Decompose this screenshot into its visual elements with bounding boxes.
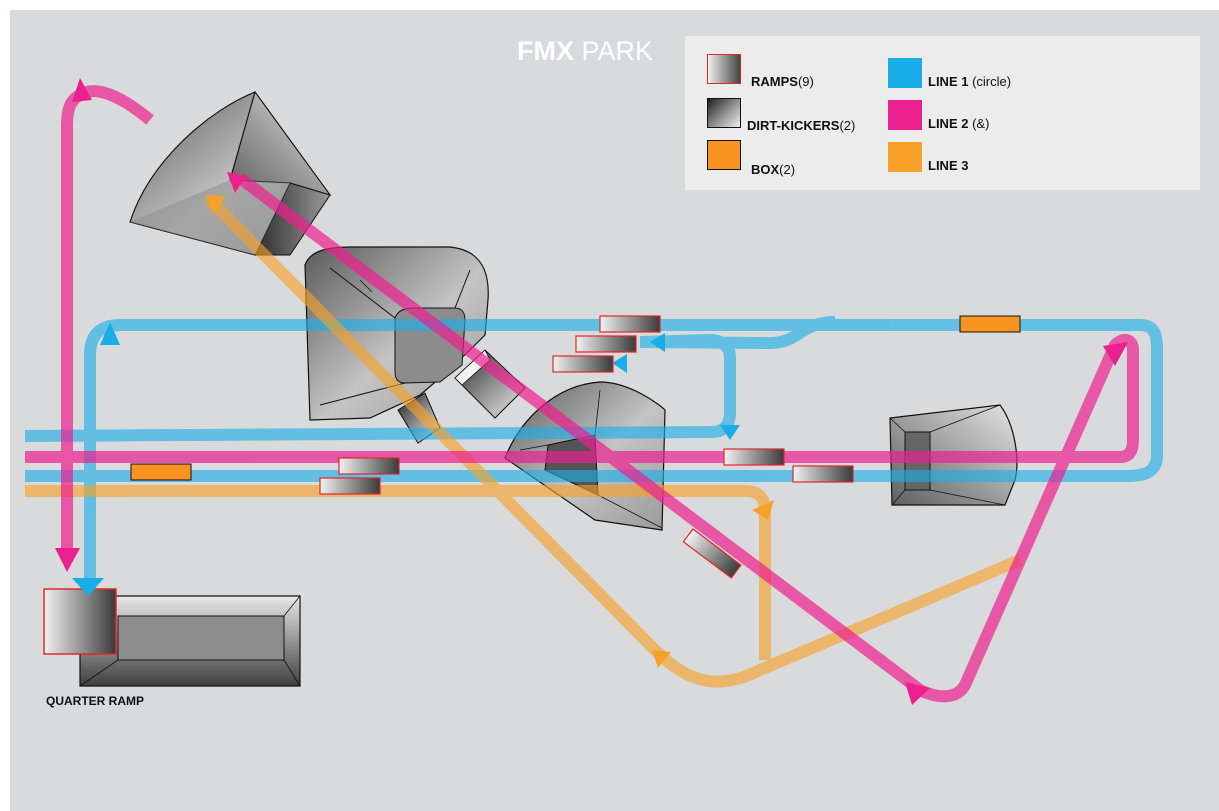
arrow-up-icon [100, 322, 120, 345]
quarter-ramp [43, 588, 301, 687]
arrow-left-icon [612, 354, 627, 373]
box [959, 315, 1021, 333]
ramp [682, 528, 742, 579]
arrow-up-icon [1103, 342, 1128, 366]
boxes [130, 315, 1021, 481]
box [130, 463, 192, 481]
ramp [552, 355, 614, 373]
legend-line1: LINE 1 (circle) [928, 74, 1012, 89]
legend: RAMPS(9) DIRT-KICKERS(2) BOX(2) LINE 1 (… [685, 36, 1200, 190]
ramp [319, 477, 381, 495]
arrow-upleft-icon [205, 195, 225, 215]
legend-ramps: RAMPS(9) [751, 74, 814, 89]
ramp [723, 448, 785, 466]
arrow-down-icon [55, 548, 80, 572]
box-swatch [707, 140, 741, 170]
arrow-left-icon [650, 333, 665, 352]
legend-line3: LINE 3 [928, 158, 969, 173]
ramp-swatch [707, 54, 741, 84]
ramp [792, 465, 854, 483]
ramps [319, 315, 854, 579]
ramp [338, 457, 400, 475]
arrow-up-icon [752, 500, 774, 520]
arrow-up-icon [72, 78, 92, 102]
line2-swatch [888, 100, 922, 130]
park-title: FMX PARK [517, 36, 653, 67]
arrowheads [55, 78, 1128, 705]
arrow-down-icon [720, 425, 740, 440]
dirt-kicker-swatch [707, 98, 741, 128]
park-title-light: PARK [574, 36, 654, 66]
arrow-down-icon [72, 578, 104, 596]
ramp [599, 315, 661, 333]
arrow-down-icon [652, 650, 671, 668]
legend-dirt-kickers: DIRT-KICKERS(2) [747, 118, 856, 133]
line1-swatch [888, 58, 922, 88]
line-1-path [24, 316, 1163, 590]
line3-swatch [888, 142, 922, 172]
park-title-bold: FMX [517, 36, 574, 66]
ramp [575, 335, 637, 353]
legend-box: BOX(2) [751, 162, 796, 177]
quarter-ramp-label: QUARTER RAMP [46, 694, 144, 708]
legend-line2: LINE 2 (&) [928, 116, 990, 131]
arrow-upleft-icon [227, 172, 246, 193]
arrow-downright-icon [905, 682, 930, 705]
